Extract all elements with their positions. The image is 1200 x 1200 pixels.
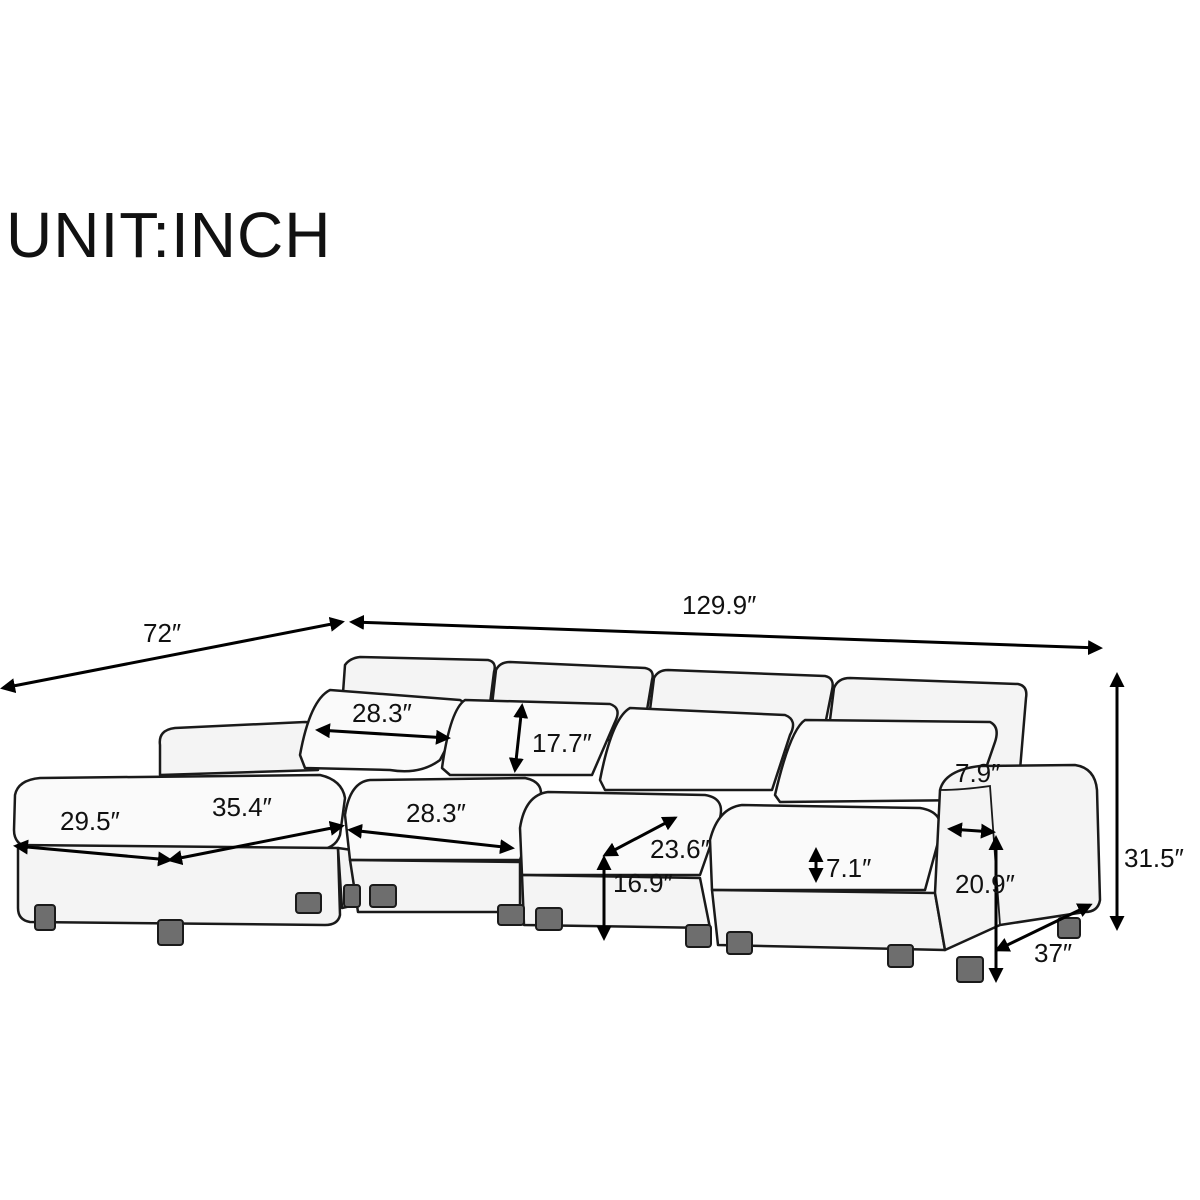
arm-width-arrow: [947, 822, 996, 839]
pillow-width-arrow: [315, 723, 451, 745]
label-ottoman-length: 35.4″: [212, 792, 272, 822]
sofa-leg: [956, 956, 984, 983]
label-height-total: 31.5″: [1124, 843, 1184, 873]
depth-total-arrow: [994, 903, 1093, 952]
label-arm-width: 7.9″: [955, 758, 1000, 788]
dimension-labels: 129.9″ 72″ 31.5″ 28.3″ 17.7″ 29.5″ 35.4″…: [60, 590, 1184, 968]
ottoman-length-arrow: [167, 820, 345, 866]
label-pillow-width: 28.3″: [352, 698, 412, 728]
width-total-arrow: [349, 614, 1103, 656]
label-seat-width: 28.3″: [406, 798, 466, 828]
label-seat-depth: 23.6″: [650, 834, 710, 864]
label-chaise-depth: 72″: [143, 618, 181, 648]
label-seat-height: 16.9″: [613, 868, 673, 898]
label-arm-height: 20.9″: [955, 869, 1015, 899]
sofa-leg: [887, 944, 914, 968]
seat-depth-arrow: [602, 816, 678, 857]
sofa-leg: [343, 884, 361, 908]
sofa-leg: [34, 904, 56, 931]
sofa-leg: [535, 907, 563, 931]
label-depth-total: 37″: [1034, 938, 1072, 968]
throw-pillow: [773, 718, 998, 804]
unit-title: UNIT:INCH: [6, 199, 332, 271]
pillow-height-arrow: [508, 703, 529, 773]
sofa-leg: [497, 904, 525, 926]
sofa-leg: [157, 919, 184, 946]
sofa-leg: [1057, 917, 1081, 939]
label-ottoman-width: 29.5″: [60, 806, 120, 836]
throw-pillow: [598, 706, 795, 792]
label-pillow-height: 17.7″: [532, 728, 592, 758]
ottoman-width-arrow: [13, 839, 173, 867]
arm-seam: [939, 784, 1001, 926]
sofa-leg: [295, 892, 322, 914]
sofa-leg: [685, 924, 712, 948]
label-width-total: 129.9″: [682, 590, 756, 620]
sofa-leg: [726, 931, 753, 955]
left-arm: [158, 720, 320, 777]
dimension-arrows: [0, 614, 1125, 983]
sofa-leg: [369, 884, 397, 908]
label-cushion-thickness: 7.1″: [826, 853, 871, 883]
chaise-depth-arrow: [0, 616, 345, 694]
sofa-illustration: [12, 655, 1102, 983]
seat-width-arrow: [347, 823, 515, 855]
